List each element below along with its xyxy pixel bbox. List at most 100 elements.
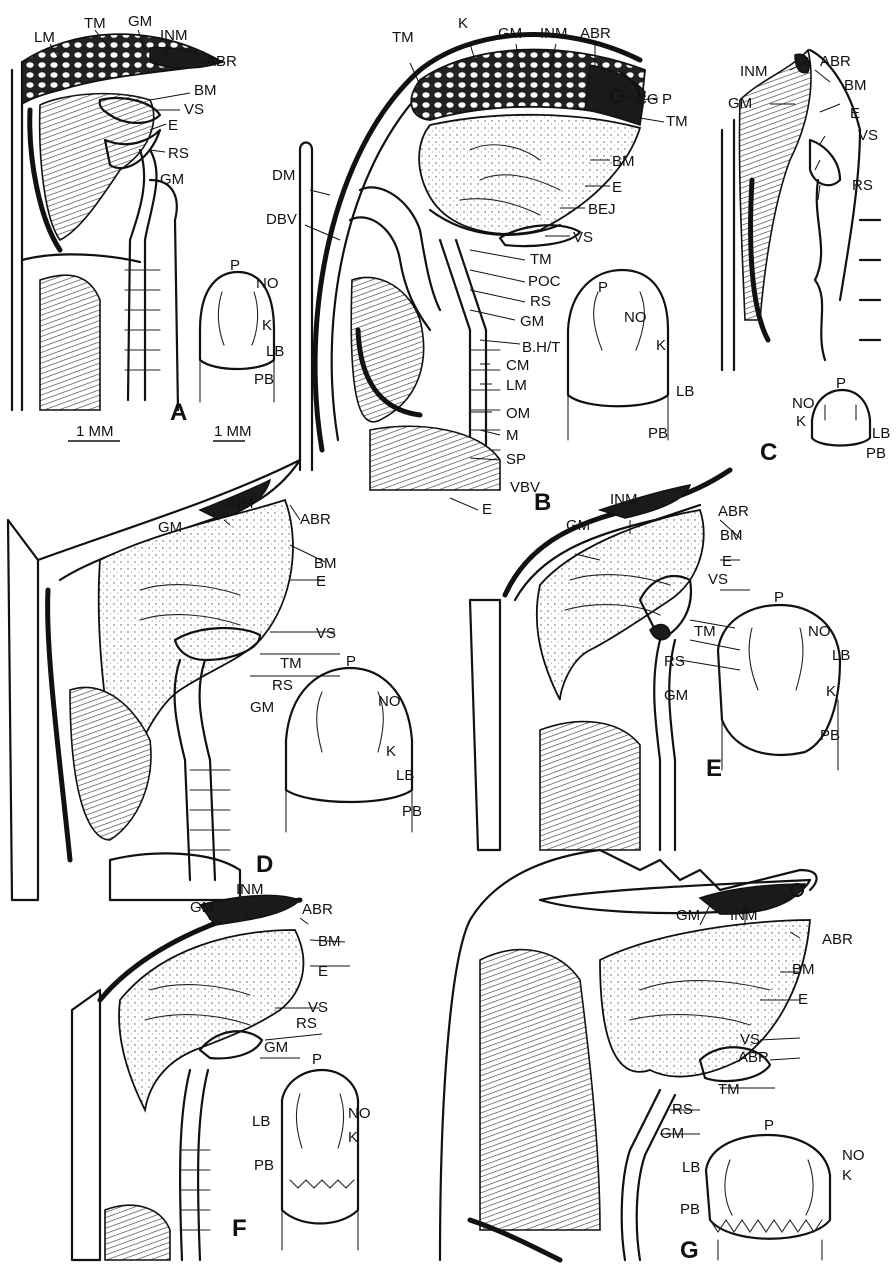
label-f-p: P: [312, 1051, 322, 1068]
label-b-vs: VS: [573, 229, 593, 246]
label-b-poc: POC: [528, 273, 561, 290]
panel-b-drawing: [300, 35, 645, 490]
label-b-abr: ABR: [580, 25, 611, 42]
label-c-vs: VS: [858, 127, 878, 144]
label-f-k: K: [348, 1129, 358, 1146]
label-b-no: NO: [624, 309, 647, 326]
label-a-k: K: [262, 317, 272, 334]
label-c-abr: ABR: [820, 53, 851, 70]
label-e-no: NO: [808, 623, 831, 640]
label-f-vs: VS: [308, 999, 328, 1016]
label-b-bht: B.H/T: [522, 339, 560, 356]
label-a-bm: BM: [194, 82, 217, 99]
panel-letter-g: G: [680, 1237, 699, 1264]
label-d-pb: PB: [402, 803, 422, 820]
label-f-gm2: GM: [264, 1039, 288, 1056]
label-c-p: P: [836, 375, 846, 392]
label-b-m: M: [506, 427, 519, 444]
label-a-inm: INM: [160, 27, 188, 44]
label-c-gm: GM: [728, 95, 752, 112]
label-d-gm: GM: [158, 519, 182, 536]
label-b-tm: TM: [392, 29, 414, 46]
scale-bar-label-1: 1 MM: [76, 423, 114, 440]
label-f-abr: ABR: [302, 901, 333, 918]
label-b-pb: PB: [648, 425, 668, 442]
label-f-rs: RS: [296, 1015, 317, 1032]
label-b-inm: INM: [540, 25, 568, 42]
label-c-inm: INM: [740, 63, 768, 80]
label-g-inm: INM: [730, 907, 758, 924]
label-b-bm: BM: [612, 153, 635, 170]
label-g-no: NO: [842, 1147, 865, 1164]
label-b-dbv: DBV: [266, 211, 297, 228]
label-e-abr: ABR: [718, 503, 749, 520]
label-e-rs: RS: [664, 653, 685, 670]
label-a-tm: TM: [84, 15, 106, 32]
label-d-gm2: GM: [250, 699, 274, 716]
label-g-gm: GM: [676, 907, 700, 924]
panel-c-inset: [812, 390, 870, 446]
label-g-lb: LB: [682, 1159, 700, 1176]
panel-b-inset: [568, 270, 668, 440]
label-c-k: K: [796, 413, 806, 430]
panel-d-drawing: [8, 460, 300, 900]
panel-letter-c: C: [760, 439, 777, 466]
panel-b-inset-labels: P NO K LB PB: [598, 279, 694, 442]
panel-letter-e: E: [706, 755, 722, 782]
label-g-pb: PB: [680, 1201, 700, 1218]
label-c-rs: RS: [852, 177, 873, 194]
label-d-k: K: [386, 743, 396, 760]
panel-a-drawing: [12, 34, 222, 410]
label-a-no: NO: [256, 275, 279, 292]
label-e-p: P: [774, 589, 784, 606]
label-g-vs: VS: [740, 1031, 760, 1048]
label-b-e: E: [612, 179, 622, 196]
panel-f-inset: [282, 1070, 358, 1250]
label-g-abr2: ABR: [738, 1049, 769, 1066]
label-f-e: E: [318, 963, 328, 980]
label-g-p: P: [764, 1117, 774, 1134]
label-f-bm: BM: [318, 933, 341, 950]
label-d-bm: BM: [314, 555, 337, 572]
label-d-p: P: [346, 653, 356, 670]
label-e-inm: INM: [610, 491, 638, 508]
panel-g-inset: [706, 1135, 830, 1260]
label-e-e: E: [722, 553, 732, 570]
label-b-bej: BEJ: [588, 201, 616, 218]
panel-f-inset-labels: P NO LB K PB: [252, 1051, 371, 1174]
label-a-gm: GM: [128, 13, 152, 30]
label-f-gm: GM: [190, 899, 214, 916]
label-b-dm: DM: [272, 167, 295, 184]
label-d-tm: TM: [280, 655, 302, 672]
label-c-lb: LB: [872, 425, 890, 442]
label-g-gm2: GM: [660, 1125, 684, 1142]
panel-letter-a: A: [170, 399, 187, 426]
label-b-rs: RS: [530, 293, 551, 310]
label-b-sp: SP: [506, 451, 526, 468]
label-e-lb: LB: [832, 647, 850, 664]
label-g-rs: RS: [672, 1101, 693, 1118]
label-b-gm: GM: [498, 25, 522, 42]
label-d-vs: VS: [316, 625, 336, 642]
scale-bar-label-2: 1 MM: [214, 423, 252, 440]
label-b-p: P: [598, 279, 608, 296]
label-a-pb: PB: [254, 371, 274, 388]
label-c-bm: BM: [844, 77, 867, 94]
label-a-p: P: [230, 257, 240, 274]
panel-c-inset-labels: P NO K LB PB: [792, 375, 890, 462]
label-a-vs: VS: [184, 101, 204, 118]
label-g-k: K: [842, 1167, 852, 1184]
label-d-rs: RS: [272, 677, 293, 694]
label-e-gm: GM: [566, 517, 590, 534]
label-a-lm: LM: [34, 29, 55, 46]
label-a-rs: RS: [168, 145, 189, 162]
label-a-gm2: GM: [160, 171, 184, 188]
label-f-no: NO: [348, 1105, 371, 1122]
label-b-om: OM: [506, 405, 530, 422]
label-e-k: K: [826, 683, 836, 700]
label-d-inm: INM: [226, 495, 254, 512]
label-a-e: E: [168, 117, 178, 134]
label-f-pb: PB: [254, 1157, 274, 1174]
label-c-no: NO: [792, 395, 815, 412]
